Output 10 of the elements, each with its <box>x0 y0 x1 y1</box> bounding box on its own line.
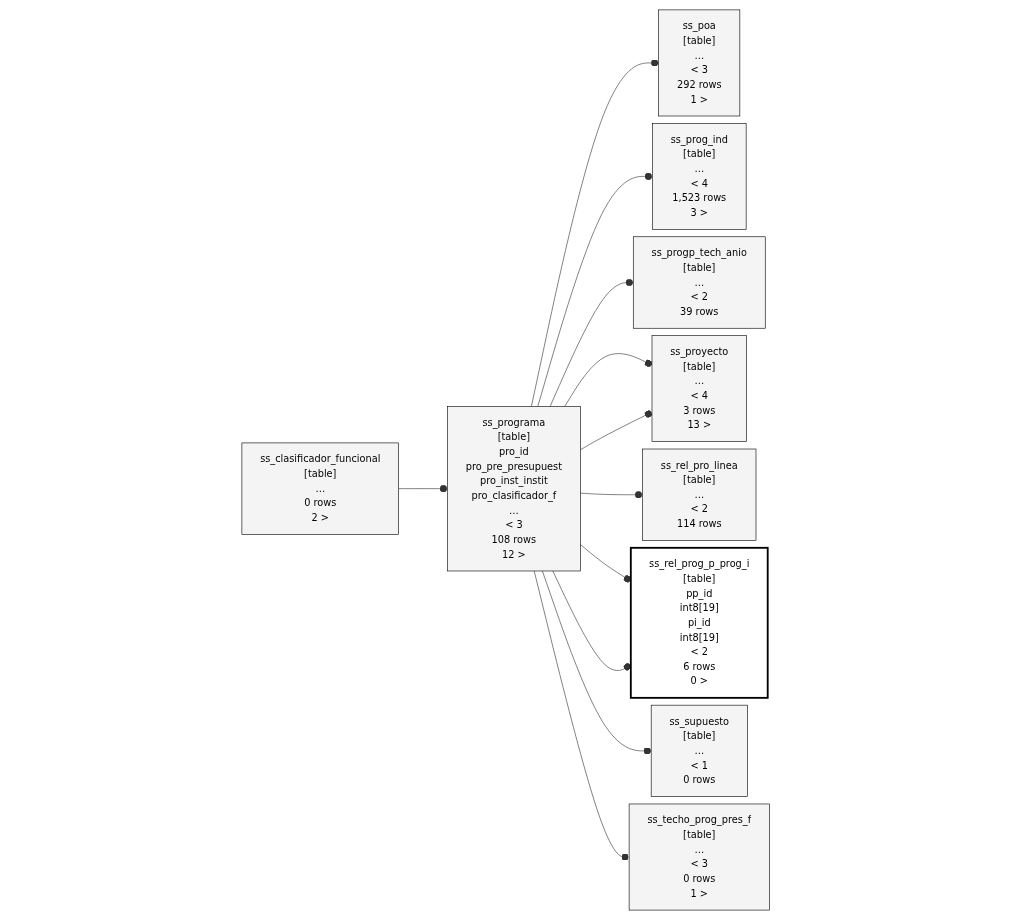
node-box: ss_rel_pro_linea [table] … < 2 114 rows <box>642 448 757 541</box>
node-box: ss_proyecto [table] … < 4 3 rows 13 > <box>652 335 748 442</box>
node-box: ss_rel_prog_p_prog_i [table] pp_id int8[19] pi_id int8[19] < 2 6 rows 0 > <box>630 546 769 699</box>
node-box: ss_prog_ind [table] … < 4 1,523 rows 3 > <box>652 123 747 230</box>
node-box: ss_progp_tech_anio [table] … < 2 39 rows <box>633 236 766 329</box>
node-box: ss_supuesto [table] … < 1 0 rows <box>651 704 748 797</box>
node-box: ss_techo_prog_pres_f [table] … < 3 0 rows 1 > <box>629 803 771 911</box>
node-box: ss_clasificador_funcional [table] … 0 rows 2 > <box>241 442 400 535</box>
node-box: ss_programa [table] pro_id pro_pre_presupuest pro_inst_instit pro_clasificador_f … < 3 108 rows 12 > <box>447 406 581 572</box>
node-box: ss_poa [table] … < 3 292 rows 1 > <box>658 9 741 117</box>
